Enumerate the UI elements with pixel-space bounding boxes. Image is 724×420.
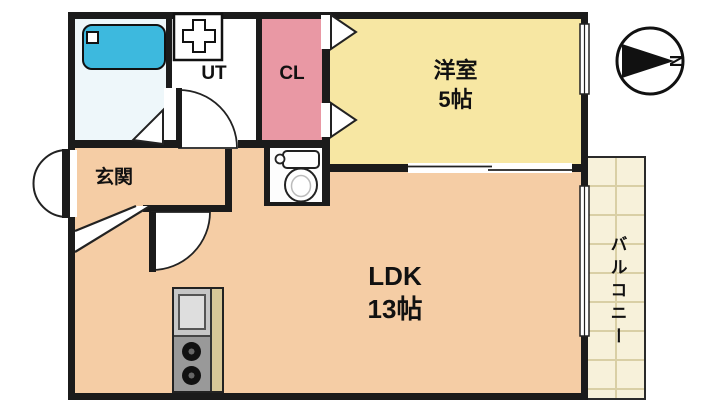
- wall-hall-right: [225, 140, 232, 212]
- kitchen-sink: [178, 294, 206, 330]
- kitchen-unit: [172, 287, 224, 393]
- room-label-closet: CL: [262, 63, 322, 85]
- room-western: [330, 19, 581, 164]
- room-balcony: [588, 156, 646, 400]
- room-closet: [262, 19, 322, 140]
- ldk-size: 13帖: [367, 293, 423, 324]
- north-compass: N: [615, 26, 685, 96]
- wall-closet-western: [322, 12, 330, 206]
- compass-north-letter: N: [666, 55, 685, 67]
- wall-hall-bottom: [143, 205, 232, 212]
- ut-name: UT: [201, 63, 227, 84]
- room-label-entrance: 玄関: [78, 162, 150, 189]
- stove-burner-icon: [182, 342, 201, 361]
- room-label-western: 洋室 5帖: [330, 57, 581, 114]
- kitchen-counter: [174, 289, 212, 391]
- kitchen-stove: [174, 335, 210, 391]
- room-label-ut: UT: [172, 63, 256, 85]
- wall-left: [68, 12, 75, 400]
- wall-bath-ut: [166, 12, 172, 148]
- stove-burner-icon: [182, 366, 201, 385]
- balcony-name: バルコニー: [607, 234, 627, 350]
- room-label-balcony: バルコニー: [588, 212, 646, 372]
- western-name: 洋室: [433, 58, 478, 83]
- bathtub-faucet: [86, 31, 99, 44]
- wall-hall-top: [68, 140, 330, 148]
- entrance-name: 玄関: [94, 167, 133, 188]
- western-size: 5帖: [438, 86, 473, 112]
- compass-circle: [615, 26, 685, 96]
- wall-toilet-bottom: [264, 202, 330, 206]
- wall-bottom: [68, 393, 588, 400]
- wall-ut-closet: [256, 12, 262, 148]
- wall-toilet-left: [264, 140, 270, 202]
- wall-right: [581, 12, 588, 400]
- wall-western-ldk: [322, 164, 588, 172]
- north-arrow-icon: [622, 44, 674, 78]
- room-label-ldk: LDK 13帖: [200, 260, 590, 325]
- closet-name: CL: [279, 63, 305, 84]
- toilet-nook-floor: [270, 148, 322, 202]
- ldk-name: LDK: [368, 261, 422, 291]
